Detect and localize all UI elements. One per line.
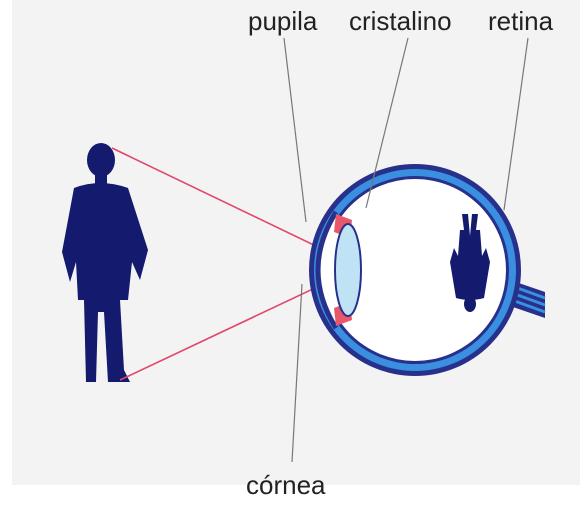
label-pupila: pupila	[248, 6, 318, 36]
label-cornea: córnea	[246, 470, 326, 500]
label-retina: retina	[488, 6, 554, 36]
eye-lens	[335, 224, 361, 316]
label-cristalino: cristalino	[349, 6, 452, 36]
